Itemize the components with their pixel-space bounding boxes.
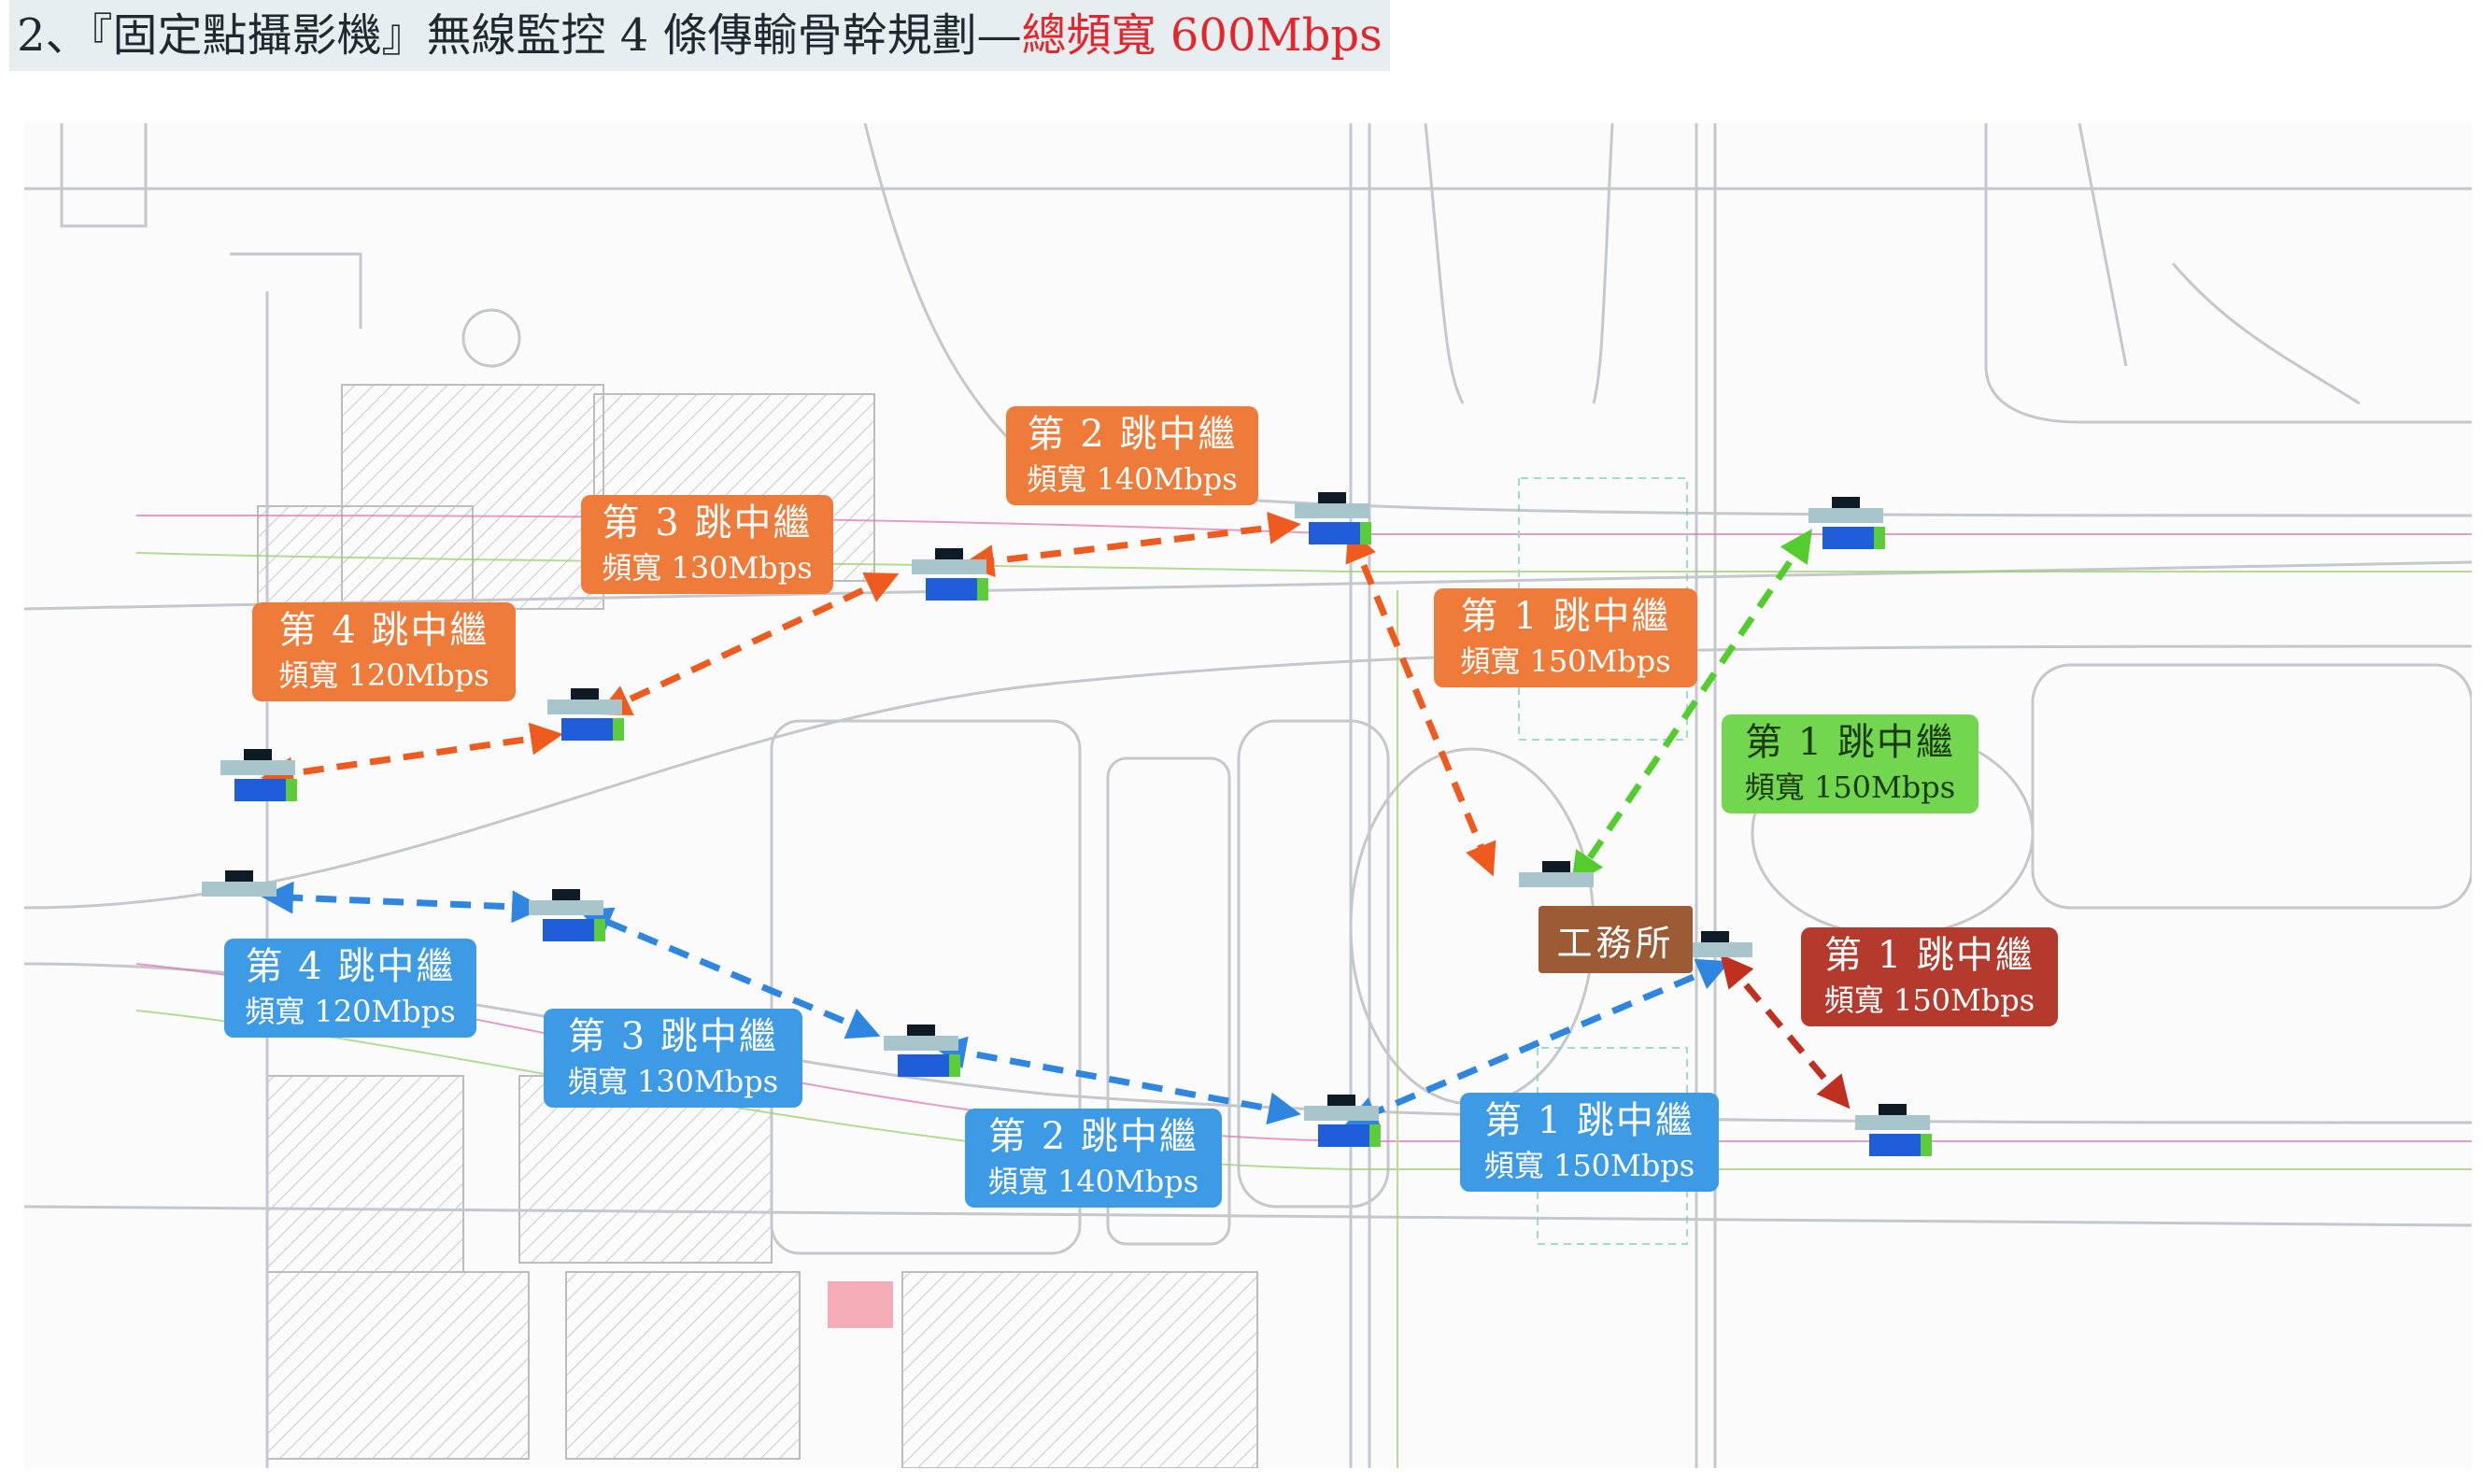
green-hop-1-label: 第 1 跳中繼 頻寬 150Mbps	[1722, 714, 1979, 813]
hop-name: 第 1 跳中繼	[1824, 934, 2035, 977]
hop-bandwidth: 頻寬 130Mbps	[567, 1064, 779, 1099]
hop-bandwidth: 頻寬 140Mbps	[987, 1164, 1199, 1199]
blue-hop-2-label: 第 2 跳中繼 頻寬 140Mbps	[965, 1109, 1222, 1208]
hop-name: 第 3 跳中繼	[568, 1015, 778, 1058]
site-office-label: 工務所	[1539, 906, 1693, 973]
hop-bandwidth: 頻寬 130Mbps	[602, 550, 813, 586]
hop-bandwidth: 頻寬 150Mbps	[1460, 643, 1671, 679]
page-title: 2、『固定點攝影機』無線監控 4 條傳輸骨幹規劃—總頻寬 600Mbps	[9, 0, 1390, 71]
site-plan-map	[24, 123, 2472, 1468]
title-total-bandwidth: 總頻寬 600Mbps	[1021, 9, 1383, 62]
orange-hop-3-label: 第 3 跳中繼 頻寬 130Mbps	[581, 495, 833, 594]
hop-name: 第 2 跳中繼	[1027, 413, 1238, 456]
hop-bandwidth: 頻寬 150Mbps	[1483, 1148, 1695, 1183]
relay-node-icons	[202, 492, 1932, 1156]
hop-name: 第 2 跳中繼	[988, 1115, 1198, 1158]
hop-name: 第 1 跳中繼	[1460, 595, 1671, 638]
hop-bandwidth: 頻寬 120Mbps	[278, 657, 489, 693]
hop-name: 第 3 跳中繼	[602, 502, 813, 544]
hop-name: 第 1 跳中繼	[1745, 721, 1955, 764]
blue-hop-1-label: 第 1 跳中繼 頻寬 150Mbps	[1460, 1093, 1719, 1192]
hop-name: 第 4 跳中繼	[278, 609, 489, 652]
hop-bandwidth: 頻寬 120Mbps	[245, 994, 456, 1029]
orange-hop-1-label: 第 1 跳中繼 頻寬 150Mbps	[1434, 588, 1697, 687]
hop-name: 第 1 跳中繼	[1484, 1099, 1695, 1142]
hop-bandwidth: 頻寬 150Mbps	[1744, 770, 1956, 805]
hop-bandwidth: 頻寬 150Mbps	[1823, 982, 2035, 1018]
orange-hop-2-label: 第 2 跳中繼 頻寬 140Mbps	[1006, 406, 1258, 505]
orange-hop-4-label: 第 4 跳中繼 頻寬 120Mbps	[252, 602, 516, 701]
hop-bandwidth: 頻寬 140Mbps	[1027, 461, 1238, 497]
blue-hop-3-label: 第 3 跳中繼 頻寬 130Mbps	[544, 1009, 802, 1108]
red-hop-1-label: 第 1 跳中繼 頻寬 150Mbps	[1801, 927, 2058, 1026]
hop-name: 第 4 跳中繼	[245, 945, 456, 988]
title-main: 2、『固定點攝影機』無線監控 4 條傳輸骨幹規劃—	[17, 9, 1022, 62]
blue-hop-4-label: 第 4 跳中繼 頻寬 120Mbps	[224, 939, 476, 1038]
